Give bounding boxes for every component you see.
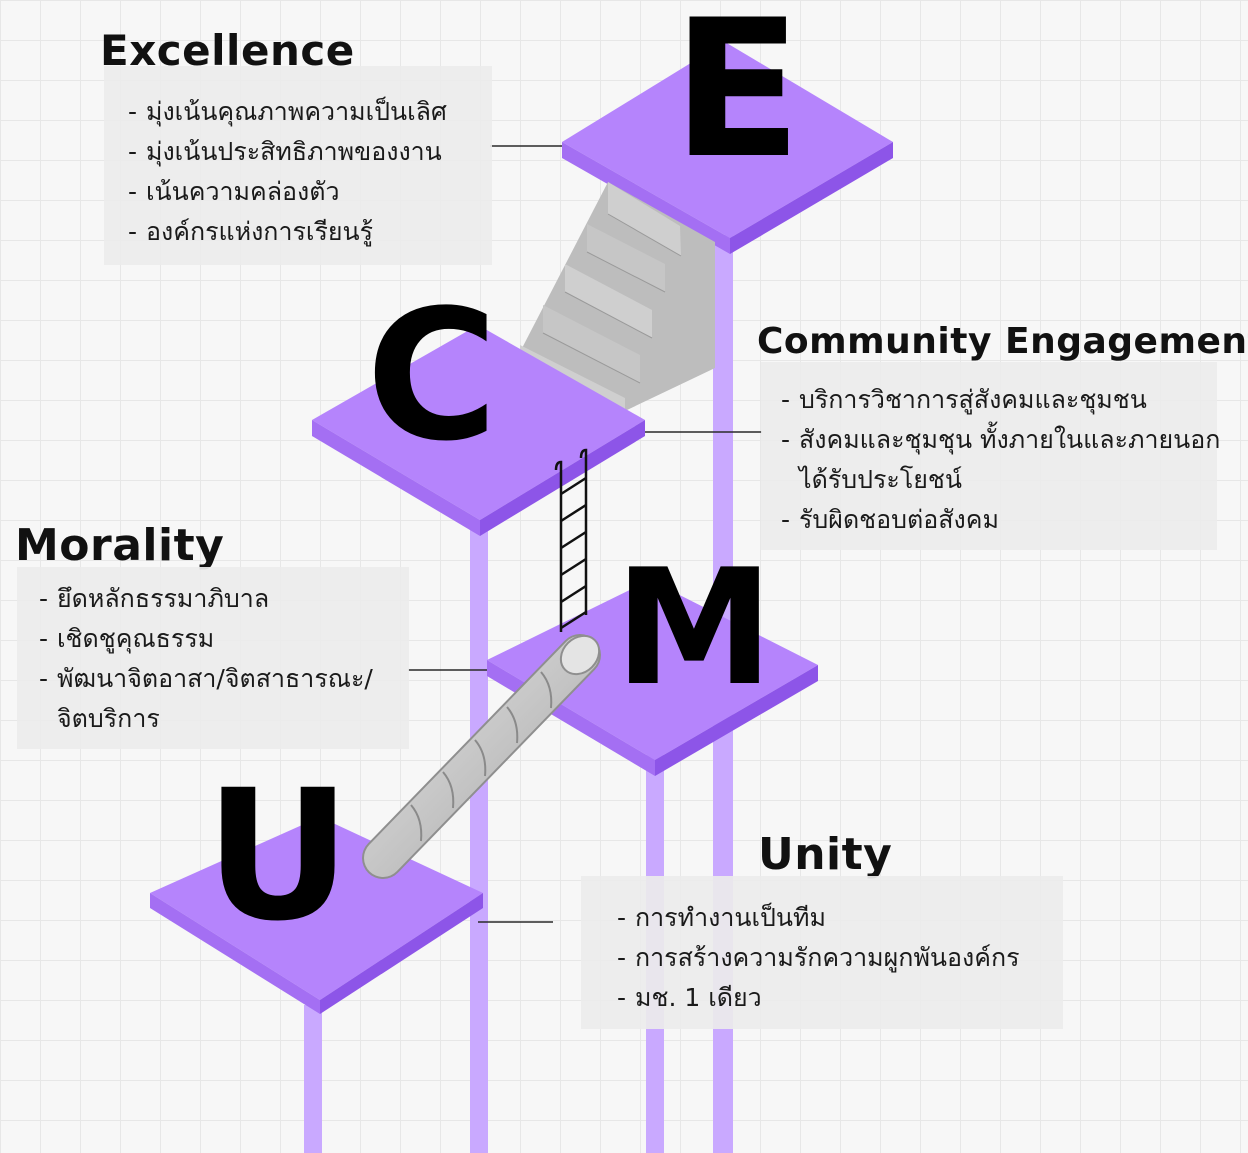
platform-e (562, 42, 893, 254)
morality-title: Morality (15, 520, 225, 571)
unity-title: Unity (758, 829, 893, 880)
list-item: -เชิดชูคุณธรรม (39, 624, 215, 653)
list-item: -การสร้างความรักความผูกพันองค์กร (617, 943, 1020, 972)
letter-c: C (366, 272, 498, 481)
platform-c (312, 325, 645, 536)
stairs (520, 182, 715, 410)
tube (362, 634, 601, 879)
pillar-c (470, 525, 488, 1153)
list-item: -องค์กรแห่งการเรียนรู้ (128, 217, 374, 246)
list-item: -บริการวิชาการสู่สังคมและชุมชน (781, 385, 1147, 414)
list-item: -มช. 1 เดียว (617, 983, 762, 1012)
list-item: -พัฒนาจิตอาสา/จิตสาธารณะ/จิตบริการ (39, 664, 373, 733)
list-item: -การทำงานเป็นทีม (617, 903, 826, 932)
letter-e: E (672, 0, 802, 200)
unity-box: -การทำงานเป็นทีม -การสร้างความรักความผูก… (581, 876, 1063, 1029)
list-item: -สังคมและชุมชุน ทั้งภายในและภายนอกได้รับ… (781, 425, 1221, 494)
list-item: -เน้นความคล่องตัว (128, 177, 340, 206)
community-list: -บริการวิชาการสู่สังคมและชุมชน -สังคมและ… (781, 380, 1221, 540)
morality-box: -ยึดหลักธรรมาภิบาล -เชิดชูคุณธรรม -พัฒนา… (17, 567, 409, 749)
list-item: -รับผิดชอบต่อสังคม (781, 505, 999, 534)
community-box: -บริการวิชาการสู่สังคมและชุมชน -สังคมและ… (761, 362, 1221, 550)
unity-list: -การทำงานเป็นทีม -การสร้างความรักความผูก… (617, 898, 1063, 1018)
ladder (554, 448, 588, 632)
connector-lines (408, 145, 762, 923)
excellence-list: -มุ่งเน้นคุณภาพความเป็นเลิศ -มุ่งเน้นประ… (128, 92, 492, 252)
list-item: -ยึดหลักธรรมาภิบาล (39, 584, 270, 613)
community-title: Community Engagement (757, 321, 1248, 362)
excellence-box: -มุ่งเน้นคุณภาพความเป็นเลิศ -มุ่งเน้นประ… (104, 66, 492, 265)
pillar-u (304, 1005, 322, 1153)
morality-list: -ยึดหลักธรรมาภิบาล -เชิดชูคุณธรรม -พัฒนา… (39, 579, 409, 739)
letter-m: M (614, 534, 773, 721)
list-item: -มุ่งเน้นคุณภาพความเป็นเลิศ (128, 97, 447, 126)
list-item: -มุ่งเน้นประสิทธิภาพของงาน (128, 137, 442, 166)
letter-u: U (205, 752, 351, 961)
